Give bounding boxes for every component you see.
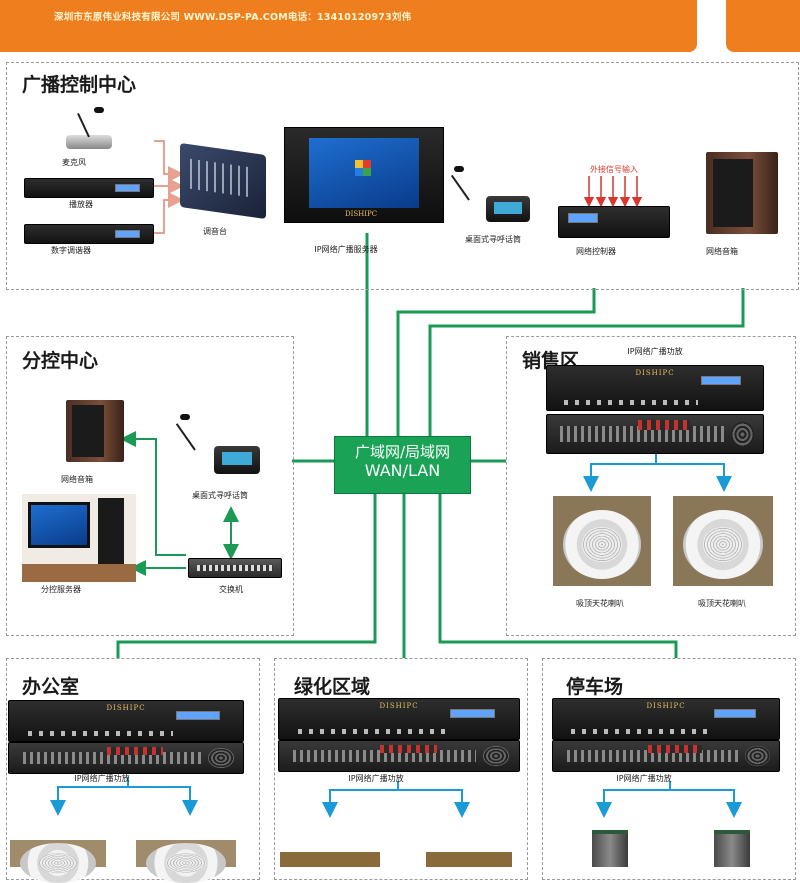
- label-mixer: 调音台: [203, 227, 227, 236]
- network-speaker-control: [706, 152, 778, 234]
- label-tuner: 数字调谐器: [51, 246, 91, 255]
- player-device: [24, 178, 154, 198]
- zone-title-parking: 停车场: [566, 676, 624, 698]
- line-office: [116, 494, 377, 658]
- zone-sales: [506, 336, 796, 636]
- sales-amp-back: [546, 414, 764, 454]
- zone-title-sub: 分控中心: [22, 350, 99, 372]
- ceiling-speaker-sales-1: [553, 496, 651, 586]
- parking-amp-front: DISHIPC: [552, 698, 780, 740]
- label-greenbelt-amp: IP网络广播功放: [348, 774, 404, 783]
- label-player: 播放器: [69, 200, 93, 209]
- network-hub: 广域网/局域网 WAN/LAN: [334, 436, 471, 494]
- label-ceiling-sales-1: 吸顶天花喇叭: [576, 599, 624, 608]
- line-speaker: [428, 288, 745, 436]
- network-label-cn: 广域网/局域网: [354, 443, 451, 461]
- sub-server-icon: [22, 494, 136, 582]
- line-controller: [396, 288, 596, 436]
- ceiling-speaker-sales-2: [673, 496, 773, 586]
- label-office-amp: IP网络广播功放: [74, 774, 130, 783]
- lawn-speaker-2: [426, 852, 512, 867]
- header-banner: 深圳市东原伟业科技有限公司 WWW.DSP-PA.COM电话：134101209…: [0, 0, 697, 52]
- network-speaker-sub: [66, 400, 124, 462]
- switch-device: [188, 558, 282, 578]
- network-label-en: WAN/LAN: [364, 461, 441, 480]
- label-speaker-control: 网络音箱: [706, 247, 738, 256]
- label-speaker-sub: 网络音箱: [61, 475, 93, 484]
- zone-control-center: [6, 62, 799, 290]
- zone-title-office: 办公室: [22, 676, 80, 698]
- label-microphone: 麦克风: [62, 158, 86, 167]
- parking-amp-back: [552, 740, 780, 772]
- label-server: IP网络广播服务器: [314, 245, 378, 254]
- label-paging-mic-sub: 桌面式寻呼话筒: [192, 491, 248, 500]
- header-banner-right: [726, 0, 800, 52]
- paging-mic-sub-icon: [175, 414, 266, 478]
- label-switch: 交换机: [219, 585, 243, 594]
- line-parking: [438, 494, 678, 658]
- label-paging-mic: 桌面式寻呼话筒: [465, 235, 521, 244]
- mixer-icon: [176, 142, 270, 220]
- office-amp-front: DISHIPC: [8, 700, 244, 742]
- office-amp-back: [8, 742, 244, 774]
- horn-speaker-1: [592, 830, 628, 867]
- server-brand: DISHIPC: [345, 210, 378, 218]
- company-info: 深圳市东原伟业科技有限公司 WWW.DSP-PA.COM电话：134101209…: [54, 12, 412, 23]
- paging-mic-icon: [450, 166, 534, 228]
- tuner-device: [24, 224, 154, 244]
- microphone-icon: [58, 105, 118, 153]
- greenbelt-amp-back: [278, 740, 520, 772]
- zone-title-greenbelt: 绿化区域: [294, 676, 371, 698]
- label-parking-amp: IP网络广播功放: [616, 774, 672, 783]
- label-ceiling-sales-2: 吸顶天花喇叭: [698, 599, 746, 608]
- server-icon: DISHIPC: [284, 127, 444, 223]
- zone-sub-control: [6, 336, 294, 636]
- sales-amp-front: DISHIPC: [546, 365, 764, 411]
- greenbelt-amp-front: DISHIPC: [278, 698, 520, 740]
- label-sub-server: 分控服务器: [41, 585, 81, 594]
- zone-title-control: 广播控制中心: [22, 74, 137, 96]
- ceiling-speaker-office-1: [10, 840, 106, 883]
- ceiling-speaker-office-2: [136, 840, 236, 883]
- label-controller: 网络控制器: [576, 247, 616, 256]
- lawn-speaker-1: [280, 852, 380, 867]
- label-sales-amp: IP网络广播功放: [627, 347, 683, 356]
- label-signal-input: 外接信号输入: [590, 165, 638, 174]
- network-controller: [558, 206, 670, 238]
- horn-speaker-2: [714, 830, 750, 867]
